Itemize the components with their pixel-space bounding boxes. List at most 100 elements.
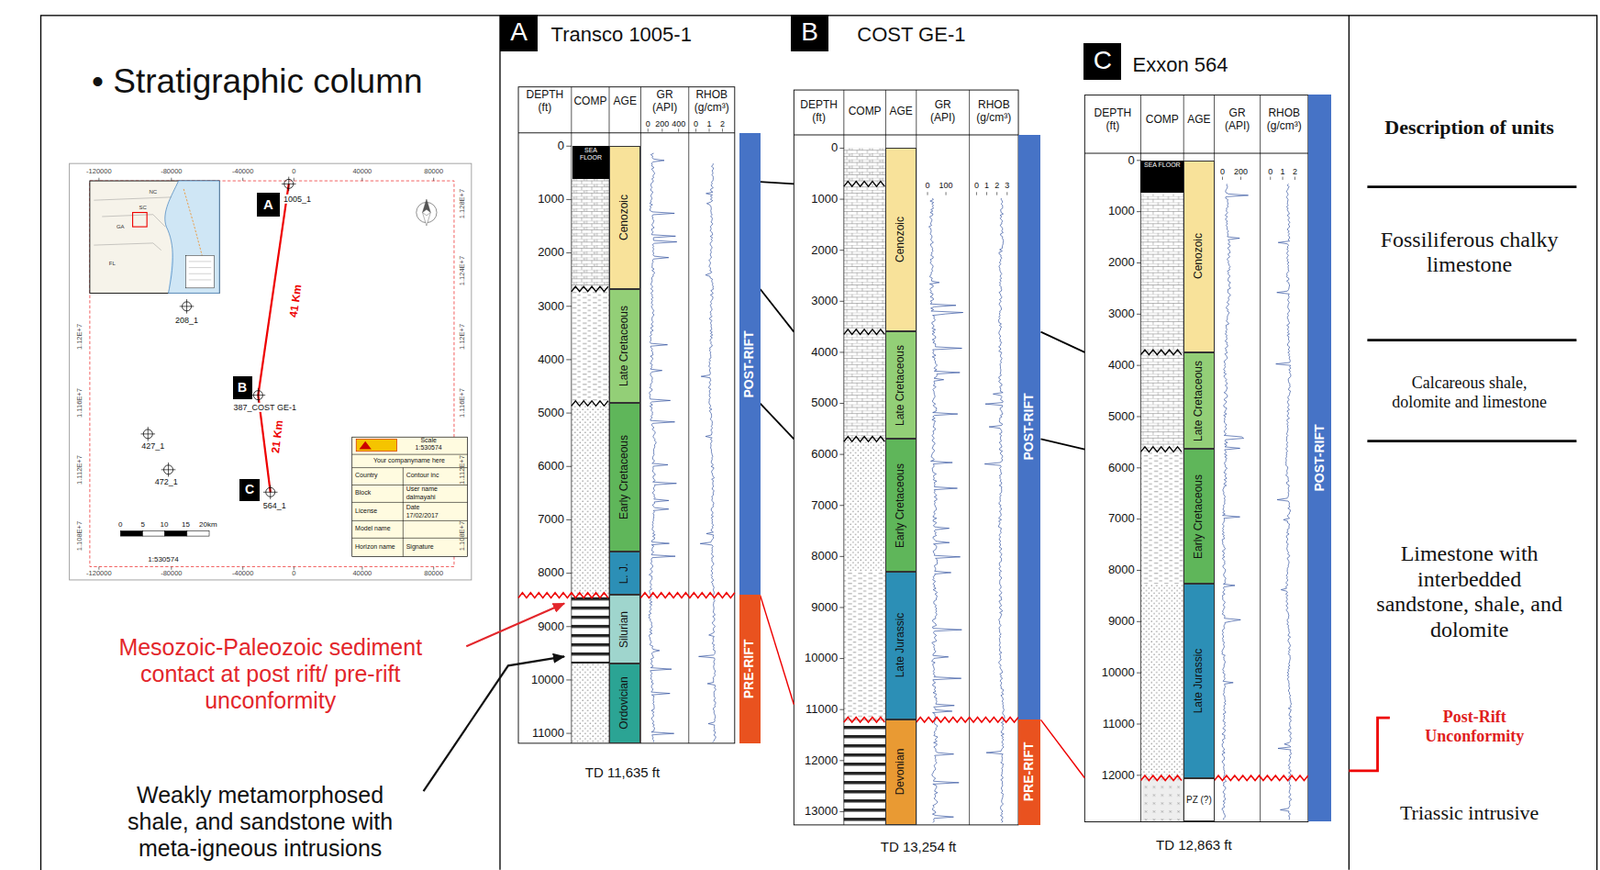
lithology-fill: [844, 571, 887, 720]
age-band: Late Cretaceous: [609, 288, 641, 404]
lithology-fill: [844, 183, 887, 332]
north-arrow: [422, 212, 431, 226]
column-header: AGE: [887, 105, 915, 119]
axis-tick: [242, 177, 244, 181]
north-arrow: [422, 199, 431, 212]
lithology-fill: [1140, 777, 1184, 823]
artwork: [40, 15, 1597, 870]
depth-value: 1000: [537, 192, 565, 207]
panel-letter: B: [790, 14, 829, 52]
well-name: Exxon 564: [1133, 54, 1229, 78]
well-label: 427_1: [140, 441, 166, 451]
scale-value: 0: [1220, 166, 1225, 177]
table-rule: [352, 454, 468, 456]
depth-value: 8000: [537, 566, 565, 580]
depth-tick: [566, 466, 572, 467]
unconformity-line: [1214, 775, 1309, 781]
column-header: GR (API): [922, 100, 963, 126]
depth-tick: [839, 555, 844, 557]
correlation-line: [760, 288, 795, 333]
depth-value: 2000: [811, 243, 838, 257]
axis-label: 1.128E+7: [458, 188, 467, 219]
band-label: POST-RIFT: [743, 135, 757, 593]
axis-label: 1.108E+7: [458, 521, 467, 551]
depth-value: 4000: [537, 352, 565, 367]
depth-value: 3000: [1108, 307, 1135, 322]
leader-arrow: [423, 655, 565, 791]
depth-value: 1000: [1108, 204, 1135, 219]
well-marker: B: [233, 376, 253, 399]
state-line: [93, 243, 161, 251]
correlation-line: [1040, 719, 1085, 778]
band-label: Late Cretaceous: [619, 291, 632, 401]
axis-label: 40000: [352, 167, 372, 177]
table-rule: [1140, 95, 1142, 823]
depth-value: 4000: [811, 344, 838, 359]
scale-value: 200: [655, 118, 669, 128]
axis-label: 0: [291, 167, 296, 177]
well-name: COST GE-1: [856, 22, 966, 46]
study-area: [133, 212, 148, 228]
well-label: 387_COST GE-1: [233, 402, 298, 412]
log-curve: [928, 198, 963, 823]
log-curve: [1276, 183, 1292, 820]
unconformity-line: [844, 181, 885, 188]
scale-label: 0: [118, 520, 123, 529]
depth-tick: [839, 657, 844, 659]
total-depth: TD 12,863 ft: [1155, 836, 1233, 853]
box-label: B: [800, 18, 819, 47]
legend-cell: Scale: [420, 436, 437, 445]
column-header: DEPTH (ft): [1088, 107, 1136, 134]
depth-tick: [566, 625, 572, 627]
age-band: Cenozoic: [885, 147, 916, 332]
depth-tick: [839, 606, 844, 608]
depth-value: 11000: [532, 725, 565, 740]
annotation-note: Weakly metamorphosed shale, and sandston…: [117, 781, 403, 861]
depth-value: 9000: [537, 619, 565, 634]
age-band: Early Cretaceous: [885, 438, 916, 572]
inset-coast: [165, 180, 220, 293]
total-depth: TD 13,254 ft: [880, 839, 957, 856]
unconformity-line: [1140, 775, 1181, 781]
distance-label: 41 Km: [287, 283, 305, 319]
unconformity-line: [571, 286, 609, 292]
scale-value: 400: [671, 118, 686, 128]
scale-tick: [1269, 177, 1271, 180]
age-band: PZ (?): [1183, 777, 1214, 823]
sea-floor-box: SEA FLOOR: [572, 145, 610, 179]
legend-cell: Contour inc: [406, 471, 440, 479]
axis-label: 1.12E+7: [75, 323, 84, 350]
inset-legend-line: [188, 278, 212, 280]
lithology-fill: [1140, 352, 1184, 450]
scale-value: 100: [939, 180, 954, 190]
well-marker: C: [239, 478, 259, 501]
depth-tick: [1136, 313, 1141, 315]
depth-tick: [839, 147, 844, 149]
table-rule: [352, 520, 468, 522]
depth-tick: [839, 351, 844, 353]
band-label: Late Cretaceous: [1192, 355, 1205, 447]
well-label: 564_1: [262, 500, 288, 510]
depth-tick: [1136, 466, 1141, 468]
logo-mark: [355, 438, 397, 451]
scale-label: 1:530574: [147, 555, 178, 564]
legend-cell: Block: [355, 488, 371, 497]
depth-value: 6000: [811, 446, 838, 461]
depth-tick: [1136, 621, 1141, 623]
unconformity-line: [844, 717, 885, 723]
age-band: Silurian: [609, 594, 641, 664]
band-label: Early Cretaceous: [1192, 451, 1205, 581]
correlation-line: [1040, 438, 1085, 449]
depth-value: 8000: [1108, 563, 1135, 578]
depth-tick: [839, 300, 844, 302]
depth-tick: [566, 572, 572, 574]
well-symbol: [167, 462, 169, 478]
scale-label: 5: [140, 520, 145, 529]
axis-label: -40000: [232, 167, 254, 177]
axis-label: -80000: [160, 167, 182, 177]
column-header: DEPTH (ft): [797, 100, 842, 126]
sea-floor-box: SEA FLOOR: [1140, 160, 1184, 194]
state-label: SC: [139, 203, 147, 211]
column-header: RHOB (g/cm³): [1264, 107, 1305, 134]
table-rule: [352, 501, 468, 503]
